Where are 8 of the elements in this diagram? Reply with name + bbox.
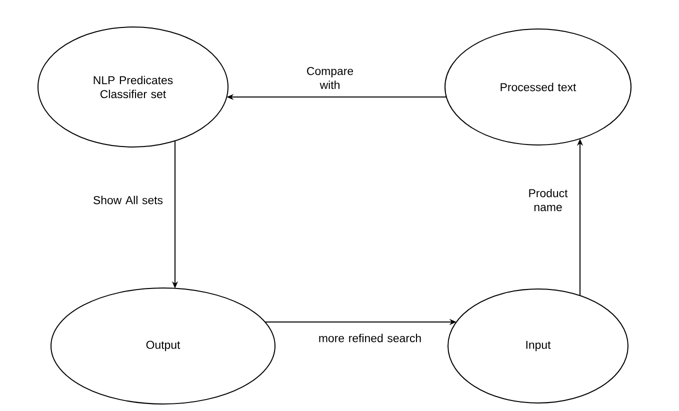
- ellipse-node: Output: [50, 288, 276, 404]
- ellipse-node: NLP Predicates Classifier set: [38, 26, 228, 148]
- edge-label: Product name: [529, 188, 568, 212]
- edge-label: more refined search: [319, 334, 421, 342]
- edge-label: Compare with: [307, 66, 354, 90]
- edge-label: Show All sets: [94, 196, 163, 204]
- ellipse-node: Input: [448, 288, 628, 404]
- ellipse-node: Processed text: [444, 28, 632, 146]
